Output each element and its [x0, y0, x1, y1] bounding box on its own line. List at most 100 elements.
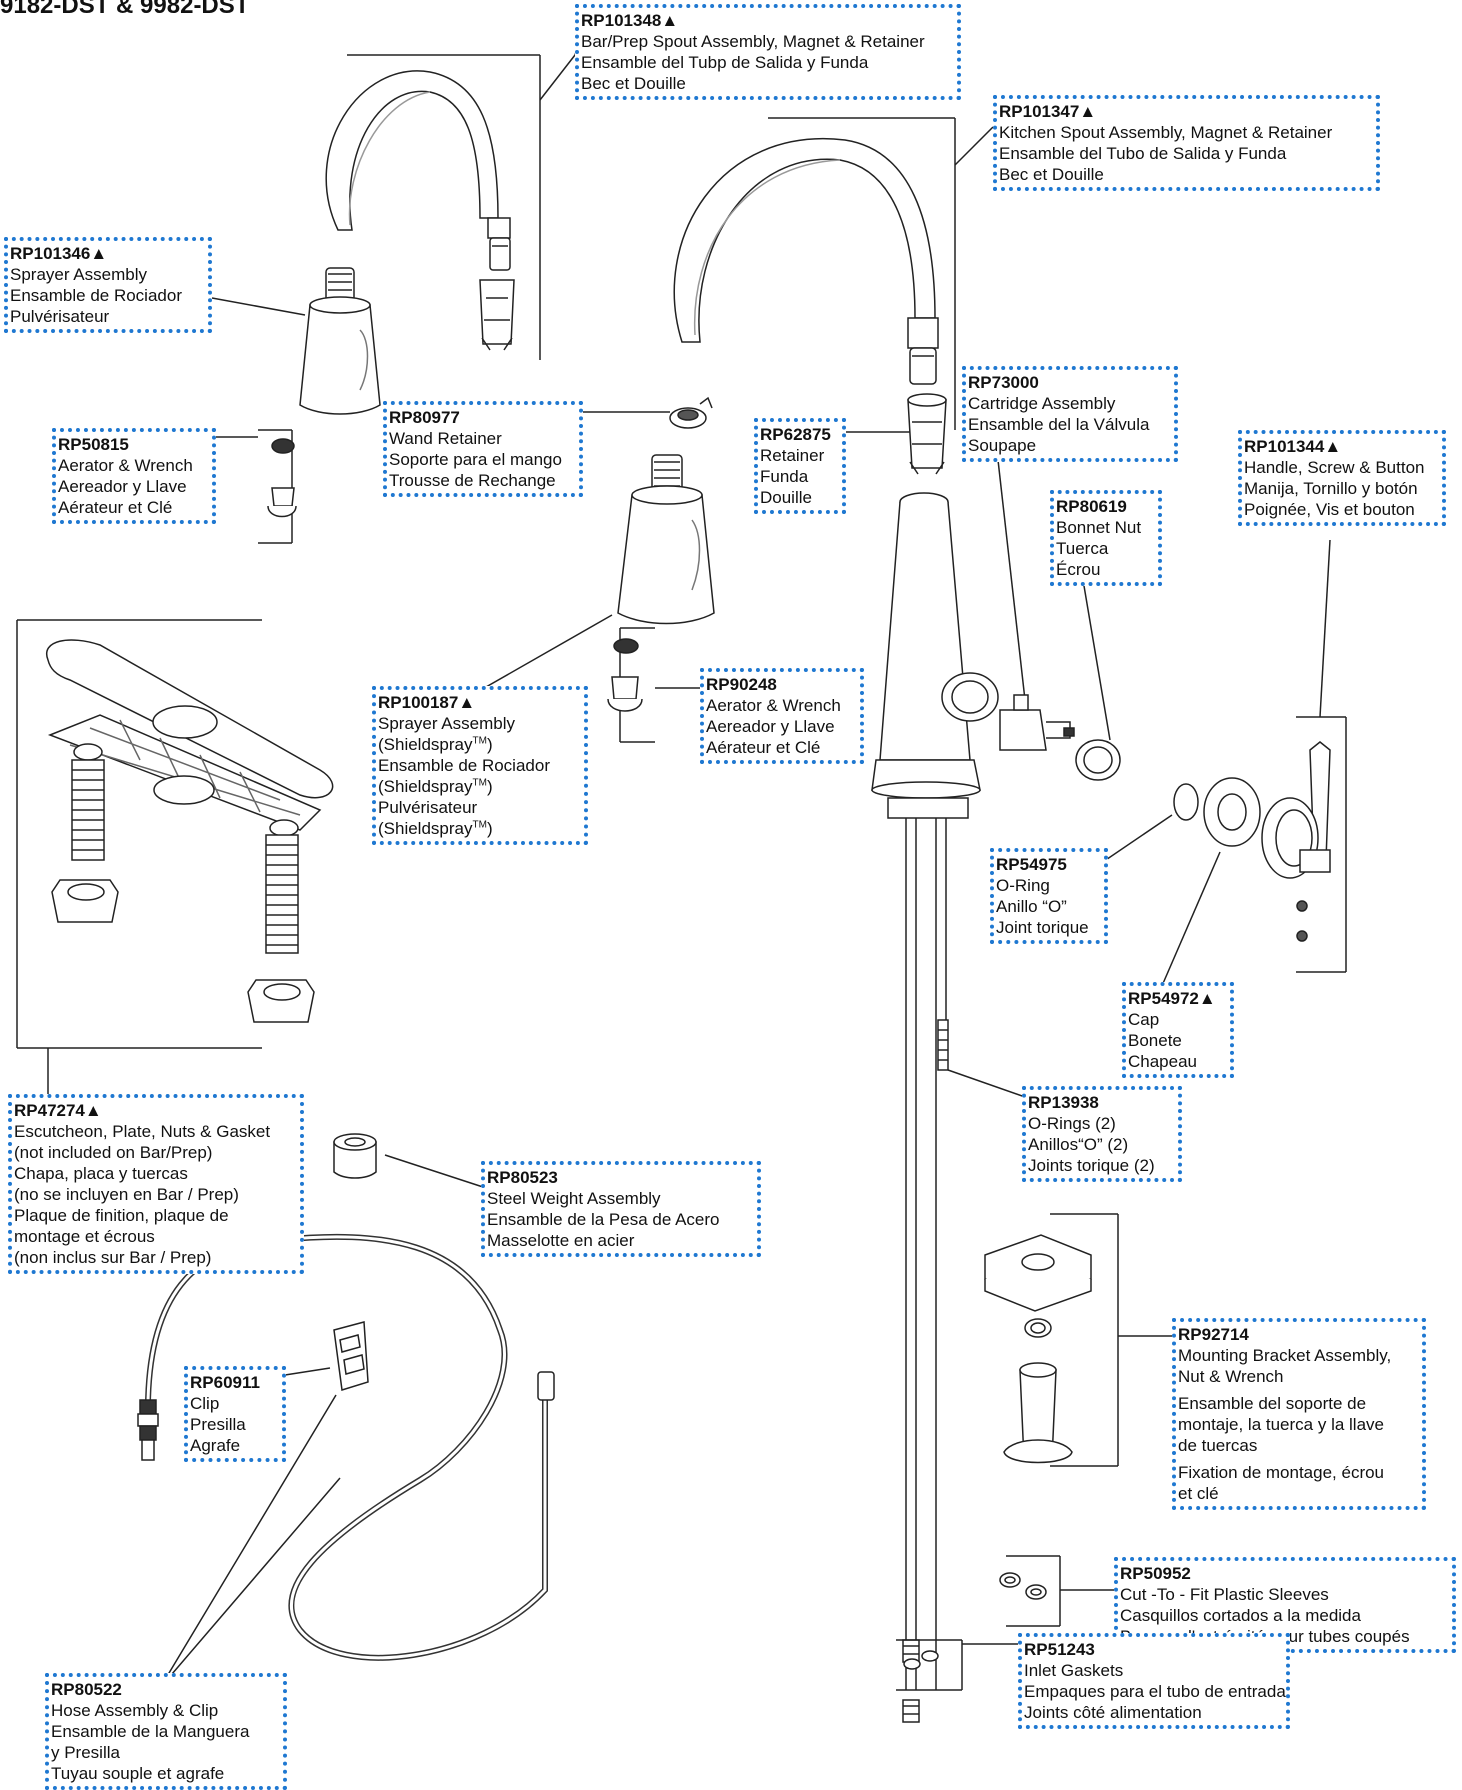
part-desc-fr: Pulvérisateur	[378, 798, 478, 817]
kitchen-spout-drawing	[673, 117, 994, 430]
part-desc-fr: Aérateur et Clé	[58, 498, 173, 517]
part-code: RP101347▲	[999, 102, 1097, 121]
hose-drawing	[137, 1233, 555, 1689]
part-desc-es: Ensamble de la Pesa de Acero	[487, 1210, 720, 1229]
part-code: RP90248	[706, 675, 777, 694]
aerator-wrench-drawing-2	[607, 627, 700, 743]
part-label-rp80522: RP80522 Hose Assembly & Clip Ensamble de…	[45, 1673, 287, 1790]
retainer-drawing	[845, 393, 947, 475]
part-label-rp101347: RP101347▲ Kitchen Spout Assembly, Magnet…	[993, 95, 1380, 191]
part-desc-line: montage et écrous	[14, 1227, 155, 1246]
part-desc-fr: Bec et Douille	[999, 165, 1104, 184]
part-desc-en-variant: (ShieldsprayTM)	[378, 735, 493, 754]
part-label-rp90248: RP90248 Aerator & Wrench Aereador y Llav…	[700, 668, 864, 764]
part-desc-en: Sprayer Assembly	[10, 265, 147, 284]
part-code: RP50952	[1120, 1564, 1191, 1583]
part-desc-es: Soporte para el mango	[389, 450, 562, 469]
part-label-rp51243: RP51243 Inlet Gaskets Empaques para el t…	[1018, 1633, 1290, 1729]
sprayer-assembly-drawing	[211, 267, 381, 415]
part-desc-es: Ensamble de la Manguera	[51, 1722, 250, 1741]
bar-prep-spout-drawing	[325, 39, 581, 360]
faucet-body-drawing	[871, 492, 1026, 1723]
part-desc-es-variant: (ShieldsprayTM)	[378, 777, 493, 796]
part-desc-fr: Poignée, Vis et bouton	[1244, 500, 1415, 519]
part-label-rp54975: RP54975 O-Ring Anillo “O” Joint torique	[990, 848, 1108, 944]
part-code: RP13938	[1028, 1093, 1099, 1112]
part-code: RP101348▲	[581, 11, 679, 30]
part-desc-fr: Bec et Douille	[581, 74, 686, 93]
part-desc-en: Hose Assembly & Clip	[51, 1701, 219, 1720]
part-label-rp80977: RP80977 Wand Retainer Soporte para el ma…	[383, 401, 583, 497]
plastic-sleeves-drawing	[999, 1555, 1114, 1627]
part-desc-en: Bar/Prep Spout Assembly, Magnet & Retain…	[581, 32, 925, 51]
mounting-bracket-drawing	[984, 1213, 1172, 1467]
part-desc-es: Anillo “O”	[996, 897, 1067, 916]
part-desc-fr: Soupape	[968, 436, 1037, 455]
part-label-rp54972: RP54972▲ Cap Bonete Chapeau	[1122, 982, 1234, 1078]
bonnet-nut-drawing	[1075, 573, 1121, 781]
part-code: RP100187▲	[378, 693, 476, 712]
page-title: 9182-DST & 9982-DST	[0, 0, 250, 19]
part-desc-line: Escutcheon, Plate, Nuts & Gasket	[14, 1122, 271, 1141]
part-desc-es: Aereador y Llave	[706, 717, 835, 736]
part-label-rp101344: RP101344▲ Handle, Screw & Button Manija,…	[1238, 430, 1446, 526]
part-desc-fr: Masselotte en acier	[487, 1231, 635, 1250]
part-desc-es: Manija, Tornillo y botón	[1244, 479, 1418, 498]
part-code: RP92714	[1178, 1325, 1249, 1344]
part-desc-line: (not included on Bar/Prep)	[14, 1143, 213, 1162]
part-desc-fr: Trousse de Rechange	[389, 471, 556, 490]
part-desc-fr: Fixation de montage, écrou	[1178, 1463, 1385, 1482]
part-label-rp100187: RP100187▲ Sprayer Assembly (ShieldsprayT…	[372, 686, 588, 845]
part-desc-line: (no se incluyen en Bar / Prep)	[14, 1185, 239, 1204]
part-desc-en: Cap	[1128, 1010, 1160, 1029]
part-label-rp73000: RP73000 Cartridge Assembly Ensamble del …	[962, 366, 1178, 462]
part-desc-es: Anillos“O” (2)	[1028, 1135, 1129, 1154]
part-desc-es: Empaques para el tubo de entrada	[1024, 1682, 1286, 1701]
part-label-rp101346: RP101346▲ Sprayer Assembly Ensamble de R…	[4, 237, 212, 333]
part-desc-en: Aerator & Wrench	[706, 696, 841, 715]
part-code: RP80977	[389, 408, 460, 427]
part-desc-fr: Aérateur et Clé	[706, 738, 821, 757]
part-desc-en: Sprayer Assembly	[378, 714, 515, 733]
part-desc-en: Cut -To - Fit Plastic Sleeves	[1120, 1585, 1329, 1604]
part-desc-en: Wand Retainer	[389, 429, 502, 448]
part-desc-es: Aereador y Llave	[58, 477, 187, 496]
part-desc-en: Handle, Screw & Button	[1244, 458, 1425, 477]
part-code: RP50815	[58, 435, 129, 454]
part-code: RP101346▲	[10, 244, 108, 263]
part-desc-en: Bonnet Nut	[1056, 518, 1142, 537]
part-desc-en: Clip	[190, 1394, 220, 1413]
part-desc-es: Ensamble de Rociador	[378, 756, 550, 775]
part-code: RP80523	[487, 1168, 558, 1187]
part-desc-fr: Joints côté alimentation	[1024, 1703, 1202, 1722]
part-desc-es: Tuerca	[1056, 539, 1109, 558]
steel-weight-drawing	[333, 1133, 487, 1189]
part-code: RP101344▲	[1244, 437, 1342, 456]
part-desc-es: montaje, la tuerca y la llave	[1178, 1415, 1384, 1434]
part-desc-es: Bonete	[1128, 1031, 1182, 1050]
part-desc-es: Ensamble del Tubp de Salida y Funda	[581, 53, 869, 72]
part-label-rp60911: RP60911 Clip Presilla Agrafe	[184, 1366, 286, 1462]
part-desc-es: Funda	[760, 467, 809, 486]
part-code: RP62875	[760, 425, 831, 444]
part-desc-fr: Joints torique (2)	[1028, 1156, 1155, 1175]
part-desc-es: Ensamble del Tubo de Salida y Funda	[999, 144, 1287, 163]
clip-drawing	[284, 1321, 369, 1391]
part-label-rp80619: RP80619 Bonnet Nut Tuerca Écrou	[1050, 490, 1162, 586]
part-desc-fr: Agrafe	[190, 1436, 241, 1455]
handle-drawing	[1261, 539, 1347, 973]
part-desc-fr: Chapeau	[1128, 1052, 1198, 1071]
part-desc-line: Plaque de finition, plaque de	[14, 1206, 229, 1225]
part-desc-fr: et clé	[1178, 1484, 1219, 1503]
part-desc-en: O-Rings (2)	[1028, 1114, 1116, 1133]
part-code: RP60911	[190, 1373, 260, 1392]
part-desc-line: Chapa, placa y tuercas	[14, 1164, 188, 1183]
part-desc-fr: Joint torique	[996, 918, 1089, 937]
part-desc-en: O-Ring	[996, 876, 1050, 895]
part-desc-en: Inlet Gaskets	[1024, 1661, 1124, 1680]
part-code: RP47274▲	[14, 1101, 102, 1120]
escutcheon-plate-drawing	[16, 619, 334, 1095]
part-label-rp50815: RP50815 Aerator & Wrench Aereador y Llav…	[52, 428, 216, 524]
part-desc-es: de tuercas	[1178, 1436, 1258, 1455]
